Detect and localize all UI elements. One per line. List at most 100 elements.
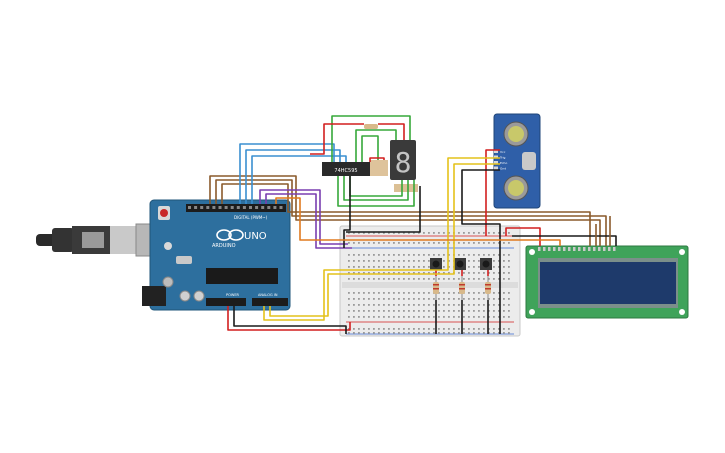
lcd-pin[interactable] (588, 247, 591, 251)
breadboard-hole (358, 232, 360, 234)
ultrasonic-pin[interactable] (494, 150, 498, 153)
lcd-16x2[interactable] (525, 245, 689, 319)
breadboard-hole (478, 328, 480, 330)
lcd-pin[interactable] (548, 247, 551, 251)
header-pin[interactable] (273, 206, 277, 209)
breadboard-hole (363, 266, 365, 268)
breadboard-hole (418, 266, 420, 268)
lcd-pin[interactable] (583, 247, 586, 251)
breadboard-hole (448, 332, 450, 334)
ultrasonic-pin[interactable] (494, 166, 498, 170)
lcd-pin[interactable] (573, 247, 576, 251)
breadboard-hole (403, 310, 405, 312)
breadboard-hole (503, 278, 505, 280)
breadboard[interactable] (339, 225, 521, 337)
header-pin[interactable] (230, 206, 234, 209)
header-pin[interactable] (279, 206, 283, 209)
breadboard-hole (378, 242, 380, 244)
breadboard-hole (438, 292, 440, 294)
header-pin[interactable] (218, 206, 222, 209)
breadboard-hole (463, 298, 465, 300)
header-pin[interactable] (188, 206, 191, 209)
lcd-pin[interactable] (538, 247, 541, 251)
breadboard-hole (428, 242, 430, 244)
breadboard-hole (473, 254, 475, 256)
lcd-pin[interactable] (613, 247, 616, 251)
breadboard-hole (443, 298, 445, 300)
lcd-pin[interactable] (543, 247, 546, 251)
lcd-pin[interactable] (563, 247, 566, 251)
breadboard-hole (473, 266, 475, 268)
breadboard-hole (363, 316, 365, 318)
header-pin[interactable] (242, 206, 246, 209)
header-pin[interactable] (212, 206, 216, 209)
push-button-3[interactable] (480, 258, 492, 270)
header-pin[interactable] (236, 206, 240, 209)
breadboard-hole (508, 310, 510, 312)
breadboard-hole (463, 242, 465, 244)
arduino-uno-board[interactable]: ARDUINO UNO DIGITAL (PWM~) POWER ANALOG … (142, 199, 291, 311)
lcd-pin[interactable] (558, 247, 561, 251)
lcd-pin[interactable] (608, 247, 611, 251)
header-pin[interactable] (200, 206, 204, 209)
breadboard-hole (463, 272, 465, 274)
breadboard-hole (498, 298, 500, 300)
lcd-pin[interactable] (578, 247, 581, 251)
breadboard-hole (508, 304, 510, 306)
breadboard-hole (488, 310, 490, 312)
reset-button[interactable] (160, 209, 168, 217)
breadboard-hole (443, 260, 445, 262)
breadboard-hole (403, 304, 405, 306)
lcd-pin[interactable] (553, 247, 556, 251)
breadboard-hole (393, 272, 395, 274)
breadboard-hole (463, 254, 465, 256)
header-pin[interactable] (224, 206, 228, 209)
push-button-2[interactable] (454, 258, 466, 270)
shift-register-74hc595[interactable]: 74HC595 (322, 162, 370, 176)
breadboard-hole (438, 310, 440, 312)
breadboard-hole (418, 310, 420, 312)
breadboard-hole (403, 272, 405, 274)
header-pin[interactable] (267, 206, 271, 209)
header-pin[interactable] (194, 206, 198, 209)
breadboard-hole (463, 310, 465, 312)
breadboard-hole (403, 332, 405, 334)
breadboard-hole (413, 232, 415, 234)
breadboard-hole (488, 242, 490, 244)
breadboard-hole (418, 232, 420, 234)
breadboard-hole (498, 242, 500, 244)
ultrasonic-pin[interactable] (494, 155, 498, 159)
breadboard-hole (473, 242, 475, 244)
breadboard-hole (358, 266, 360, 268)
header-pin[interactable] (206, 206, 210, 209)
breadboard-hole (503, 298, 505, 300)
header-pin[interactable] (249, 206, 252, 209)
breadboard-hole (433, 254, 435, 256)
seven-segment-display[interactable]: 8 (390, 140, 416, 180)
lcd-pin[interactable] (603, 247, 606, 251)
breadboard-hole (353, 298, 355, 300)
atmega-chip (206, 268, 278, 284)
lcd-pin[interactable] (598, 247, 601, 251)
breadboard-hole (438, 332, 440, 334)
push-button-1[interactable] (430, 258, 442, 270)
breadboard-hole (418, 254, 420, 256)
breadboard-hole (348, 254, 350, 256)
breadboard-hole (508, 272, 510, 274)
breadboard-hole (468, 242, 470, 244)
breadboard-hole (423, 298, 425, 300)
header-pin[interactable] (261, 206, 265, 209)
breadboard-hole (463, 328, 465, 330)
breadboard-hole (438, 272, 440, 274)
breadboard-hole (483, 292, 485, 294)
seven-segment-digit: 8 (395, 146, 412, 179)
breadboard-hole (463, 332, 465, 334)
ultrasonic-pin[interactable] (494, 161, 498, 164)
lcd-pin[interactable] (568, 247, 571, 251)
header-pin[interactable] (255, 206, 259, 209)
breadboard-hole (503, 266, 505, 268)
breadboard-hole (368, 292, 370, 294)
breadboard-hole (403, 292, 405, 294)
lcd-pin[interactable] (593, 247, 596, 251)
